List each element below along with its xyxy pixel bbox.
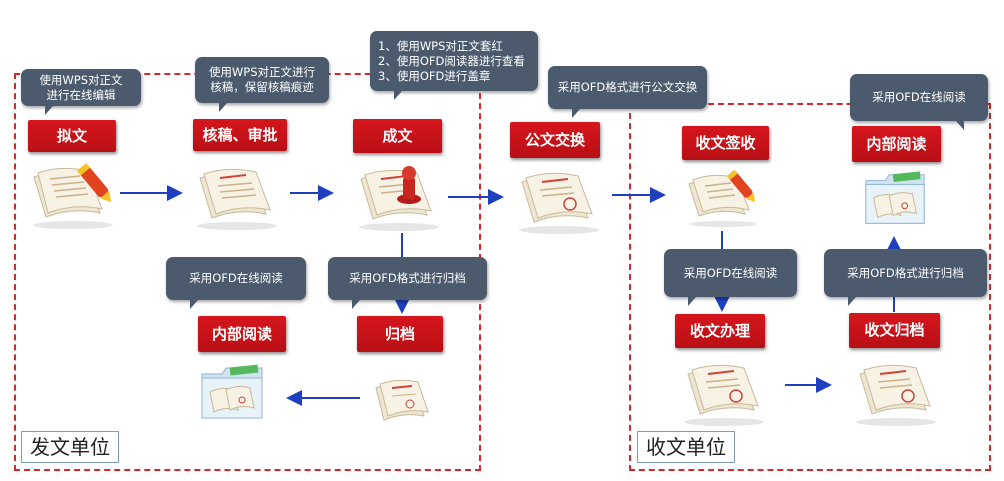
callout-finalize: 1、使用WPS对正文套红 2、使用OFD阅读器进行查看 3、使用OFD进行盖章 <box>370 31 538 100</box>
step-draft: 拟文 <box>28 120 116 152</box>
step-exchange: 公文交换 <box>510 122 600 158</box>
step-review: 核稿、审批 <box>193 119 287 151</box>
callout-review: 使用WPS对正文进行 核稿，保留核稿痕迹 <box>195 57 329 112</box>
document-pen-icon <box>688 169 757 227</box>
document-icon <box>197 168 277 230</box>
step-receive-archive: 收文归档 <box>849 313 940 348</box>
document-archive-icon <box>856 364 936 426</box>
step-archive: 归档 <box>357 316 443 352</box>
callout-send-read: 采用OFD在线阅读 <box>166 257 306 309</box>
folder-icon <box>865 171 925 224</box>
document-stamp-icon <box>359 166 439 231</box>
document-seal-icon <box>519 172 599 234</box>
step-receive-handle: 收文办理 <box>675 314 765 348</box>
callout-exchange: 采用OFD格式进行公文交换 <box>548 66 707 118</box>
step-send-read: 内部阅读 <box>198 316 286 352</box>
document-seal-icon <box>684 364 764 426</box>
callout-receive-archive: 采用OFD格式进行归档 <box>824 249 987 306</box>
receive-unit-label: 收文单位 <box>637 431 735 463</box>
send-unit-label: 发文单位 <box>21 431 119 463</box>
step-finalize: 成文 <box>353 119 442 153</box>
callout-archive: 采用OFD格式进行归档 <box>328 257 487 309</box>
receive-unit-region <box>629 103 991 471</box>
step-receive-read: 内部阅读 <box>852 126 941 162</box>
step-receive-sign: 收文签收 <box>682 126 769 160</box>
document-archive-icon <box>375 379 429 421</box>
document-pen-icon <box>33 163 113 229</box>
folder-icon <box>201 364 263 419</box>
callout-receive-read: 采用OFD在线阅读 <box>850 74 988 130</box>
callout-receive-handle: 采用OFD在线阅读 <box>664 249 797 306</box>
callout-draft: 使用WPS对正文进行在线编辑 <box>21 69 141 115</box>
